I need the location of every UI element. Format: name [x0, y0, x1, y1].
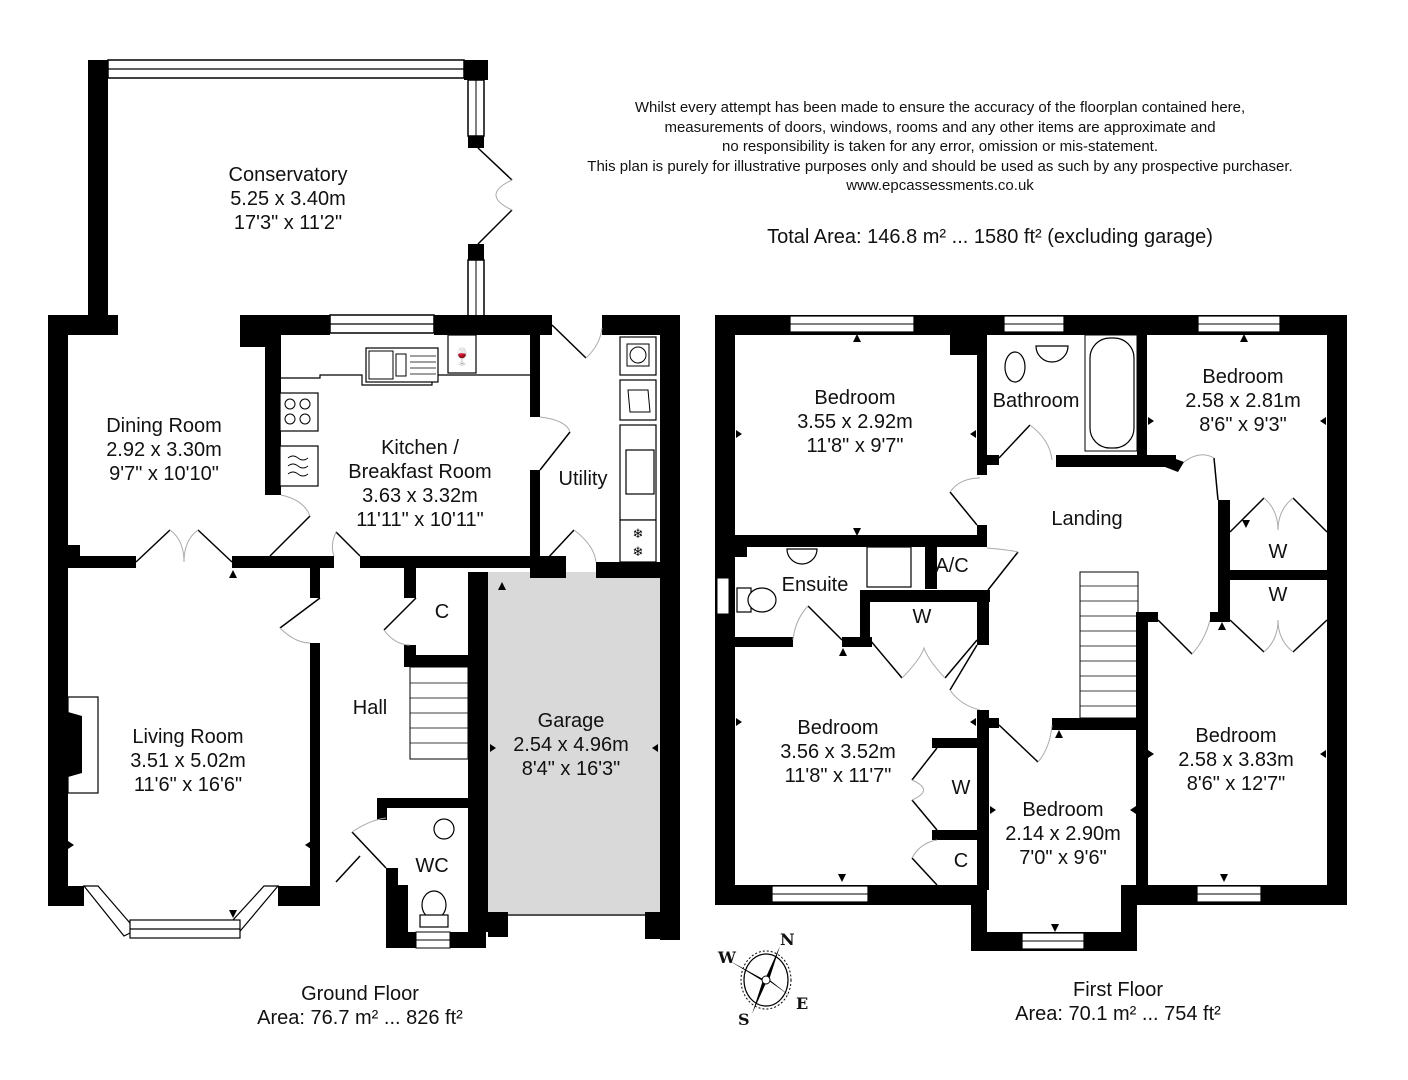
- compass-south: S: [738, 1010, 750, 1029]
- washing-machine-icon: [619, 336, 657, 376]
- room-label-landing: Landing: [1051, 508, 1123, 530]
- room-label-bedroom-5: Bedroom 2.58 x 3.83m 8'6" x 12'7": [1178, 725, 1294, 795]
- sink-icon: [365, 347, 439, 383]
- tumble-dryer-icon: [619, 379, 657, 421]
- svg-text:🍷: 🍷: [452, 347, 472, 366]
- ground-floor-caption: Ground Floor Area: 76.7 m² ... 826 ft²: [257, 983, 463, 1029]
- compass-west: W: [718, 948, 736, 967]
- first-floor-caption: First Floor Area: 70.1 m² ... 754 ft²: [1015, 979, 1221, 1025]
- basin-icon: [433, 818, 455, 840]
- room-label-bedroom-1: Bedroom 3.55 x 2.92m 11'8" x 9'7": [797, 387, 913, 457]
- room-label-wardrobe: W: [1268, 584, 1288, 606]
- dishwasher-icon: [447, 334, 477, 374]
- garage-floor-fill: [488, 572, 660, 916]
- hob-icon: [279, 392, 319, 432]
- shower-icon: [866, 546, 912, 588]
- room-label-wardrobe: W: [951, 777, 971, 799]
- compass-east: E: [796, 994, 809, 1013]
- compass-rose-icon: [728, 946, 792, 1014]
- room-label-utility: Utility: [558, 468, 608, 490]
- room-label-cupboard: C: [953, 850, 969, 872]
- first-floor-plan: [715, 315, 1347, 951]
- room-label-kitchen: Kitchen / Breakfast Room 3.63 x 3.32m 11…: [348, 437, 492, 531]
- bath-toilet-icon: [1004, 351, 1026, 383]
- room-label-dining-room: Dining Room 2.92 x 3.30m 9'7" x 10'10": [106, 415, 222, 485]
- compass-north: N: [780, 930, 795, 949]
- oven-icon: [279, 445, 319, 487]
- disclaimer-line: Whilst every attempt has been made to en…: [634, 99, 1246, 116]
- room-label-airing-cupboard: A/C: [935, 555, 969, 577]
- room-label-ensuite: Ensuite: [781, 574, 849, 596]
- ensuite-basin-icon: [786, 548, 818, 565]
- stairs-icon: [1079, 571, 1139, 719]
- room-label-conservatory: Conservatory 5.25 x 3.40m 17'3" x 11'2": [228, 164, 348, 234]
- room-label-garage: Garage 2.54 x 4.96m 8'4" x 16'3": [513, 710, 629, 780]
- room-label-bathroom: Bathroom: [992, 390, 1080, 412]
- room-label-living-room: Living Room 3.51 x 5.02m 11'6" x 16'6": [130, 726, 246, 796]
- room-label-bedroom-4: Bedroom 2.14 x 2.90m 7'0" x 9'6": [1005, 799, 1121, 869]
- ensuite-toilet-icon: [747, 587, 777, 613]
- svg-text:❄: ❄: [633, 526, 644, 541]
- bath-basin-icon: [1035, 345, 1069, 363]
- room-label-wardrobe: W: [912, 606, 932, 628]
- stairs-icon: [409, 666, 469, 760]
- room-label-hall: Hall: [352, 697, 388, 719]
- website-link[interactable]: www.epcassessments.co.uk: [846, 177, 1034, 194]
- total-area: Total Area: 146.8 m² ... 1580 ft² (exclu…: [767, 226, 1213, 248]
- room-label-cupboard: C: [434, 601, 450, 623]
- bath-icon: [1089, 337, 1135, 449]
- disclaimer-line: This plan is purely for illustrative pur…: [587, 157, 1293, 175]
- disclaimer-line: no responsibility is taken for any error…: [721, 138, 1159, 155]
- room-label-wardrobe: W: [1268, 541, 1288, 563]
- room-label-bedroom-2: Bedroom 2.58 x 2.81m 8'6" x 9'3": [1185, 366, 1301, 436]
- room-label-wc: WC: [415, 855, 449, 877]
- disclaimer-line: measurements of doors, windows, rooms an…: [664, 118, 1216, 136]
- ground-floor-plan: 🍷 ❄ ❄: [48, 59, 680, 949]
- disclaimer-text: Whilst every attempt has been made to en…: [587, 98, 1292, 196]
- utility-sink-icon: [625, 449, 655, 495]
- svg-text:❄: ❄: [633, 544, 644, 559]
- room-label-bedroom-3: Bedroom 3.56 x 3.52m 11'8" x 11'7": [780, 717, 896, 787]
